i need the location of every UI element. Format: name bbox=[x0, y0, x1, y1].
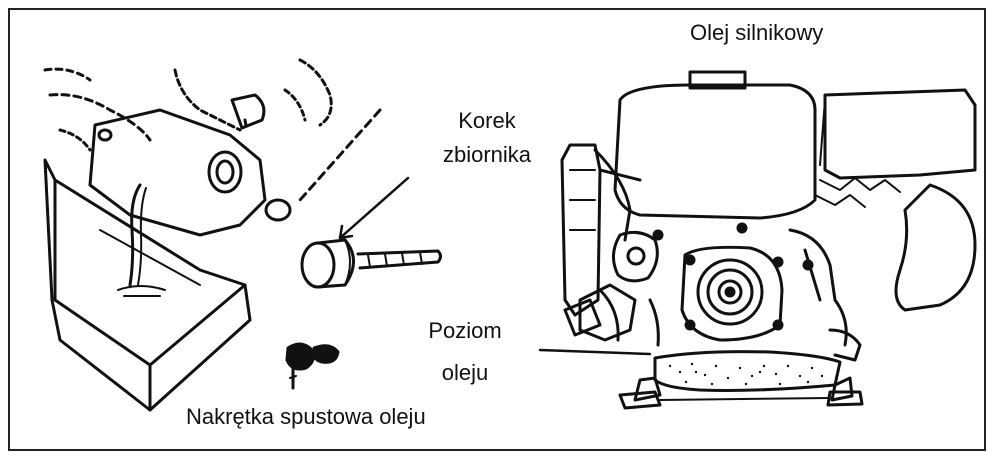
drain-nut-label: Nakrętka spustowa oleju bbox=[186, 404, 426, 429]
oil-level-label-line2: oleju bbox=[441, 360, 489, 385]
oil-level-label-line1: Poziom bbox=[428, 318, 502, 343]
oil-filler-cap-icon bbox=[300, 238, 442, 289]
filler-cap-label-line1: Korek bbox=[458, 108, 516, 133]
oil-texture bbox=[668, 362, 824, 386]
engine-oil-label: Olej silnikowy bbox=[690, 20, 824, 45]
filler-cap-leader-line bbox=[338, 176, 410, 240]
figure-frame bbox=[8, 8, 986, 451]
engine-illustration bbox=[560, 70, 977, 410]
filler-cap-label-line2: zbiornika bbox=[442, 142, 532, 167]
crankcase-closeup bbox=[43, 58, 382, 412]
oil-level-leader-line bbox=[538, 348, 652, 356]
drain-nut-icon bbox=[285, 342, 340, 390]
